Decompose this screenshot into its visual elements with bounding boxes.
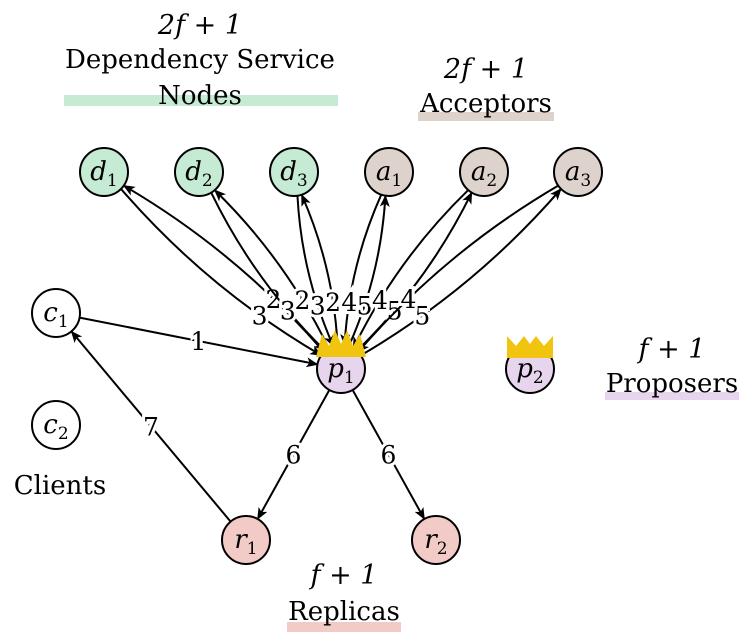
- node-a1-circle: [364, 147, 414, 197]
- edge-p1-r2: [351, 389, 426, 520]
- node-a3-circle: [553, 147, 603, 197]
- dependency-label-line2: Nodes: [158, 81, 242, 111]
- node-d1-label: d1: [90, 157, 117, 191]
- edge-p1-d2: [214, 189, 330, 349]
- node-a2-label: a2: [471, 157, 497, 191]
- node-a2-circle: [459, 147, 509, 197]
- edge-a2-p1: [352, 189, 469, 350]
- edge-label-p1-r2: 6: [381, 441, 397, 470]
- edge-label-d1-p1: 3: [252, 301, 268, 330]
- node-c2: c2: [31, 400, 81, 450]
- node-d1-circle: [79, 147, 129, 197]
- edge-label-d2-p1: 3: [280, 297, 296, 326]
- node-r1-label: r1: [234, 525, 257, 559]
- node-a3: a3: [553, 147, 603, 197]
- replicas-label: Replicas: [288, 597, 400, 627]
- node-c1: c1: [31, 288, 81, 338]
- edge-a1-p1: [340, 194, 383, 347]
- edge-label-c1-p1: 1: [191, 327, 207, 356]
- node-c1-label: c1: [43, 298, 68, 332]
- dependency-label-highlight: [64, 95, 338, 106]
- edge-p1-r1: [256, 389, 331, 520]
- node-p1-label: p1: [327, 354, 354, 388]
- edge-label-p1-r1: 6: [286, 441, 302, 470]
- replicas-count: f + 1: [309, 560, 378, 591]
- edge-label-a3-p1: 4: [401, 285, 417, 314]
- node-a2: a2: [459, 147, 509, 197]
- edge-d1-p1: [120, 188, 323, 357]
- replicas-label-highlight: [287, 622, 401, 632]
- node-r1: r1: [221, 515, 271, 565]
- proposers-label: Proposers: [606, 369, 738, 399]
- edge-r1-c1: [70, 330, 232, 523]
- node-c2-circle: [31, 400, 81, 450]
- node-p2-label: p2: [516, 354, 543, 388]
- edge-label-p1-d3: 2: [325, 288, 341, 317]
- edge-p1-d3: [300, 193, 339, 346]
- node-a3-label: a3: [565, 157, 591, 191]
- edge-p1-a3: [360, 188, 562, 357]
- dependency-label-line1: Dependency Service: [65, 45, 335, 75]
- crown-icon: [507, 336, 553, 358]
- node-c2-label: c2: [43, 410, 68, 444]
- node-d2: d2: [174, 147, 224, 197]
- node-r2: r2: [411, 515, 461, 565]
- clients-label: Clients: [14, 471, 106, 501]
- node-r2-circle: [411, 515, 461, 565]
- leader-crown-icon: [316, 330, 366, 357]
- node-a1: a1: [364, 147, 414, 197]
- edge-d3-p1: [296, 195, 335, 348]
- node-d3-label: d3: [280, 157, 307, 191]
- dependency-count: 2f + 1: [157, 10, 242, 41]
- edge-label-p1-a2: 5: [387, 297, 403, 326]
- acceptors-label: Acceptors: [419, 89, 552, 119]
- node-a1-label: a1: [376, 157, 402, 191]
- acceptors-label-highlight: [418, 112, 554, 121]
- edge-d2-p1: [210, 192, 326, 352]
- node-r1-circle: [221, 515, 271, 565]
- edge-label-r1-c1: 7: [143, 413, 159, 442]
- edge-label-a1-p1: 4: [341, 288, 357, 317]
- edge-a3-p1: [357, 184, 559, 353]
- edge-label-p1-d1: 2: [266, 285, 282, 314]
- node-d2-label: d2: [185, 157, 212, 191]
- edge-p1-d1: [122, 184, 325, 353]
- edge-label-a2-p1: 4: [372, 286, 388, 315]
- node-d3: d3: [269, 147, 319, 197]
- edge-c1-p1: [79, 316, 319, 368]
- node-r2-label: r2: [424, 525, 447, 559]
- proposers-label-highlight: [605, 392, 739, 400]
- node-d1: d1: [79, 147, 129, 197]
- node-d3-circle: [269, 147, 319, 197]
- edge-label-p1-d2: 2: [294, 286, 310, 315]
- acceptors-count: 2f + 1: [443, 54, 528, 85]
- node-d2-circle: [174, 147, 224, 197]
- node-c1-circle: [31, 288, 81, 338]
- edge-p1-a1: [347, 194, 390, 347]
- edge-label-d3-p1: 3: [310, 291, 326, 320]
- edge-label-p1-a3: 5: [414, 301, 430, 330]
- proposers-count: f + 1: [637, 334, 706, 365]
